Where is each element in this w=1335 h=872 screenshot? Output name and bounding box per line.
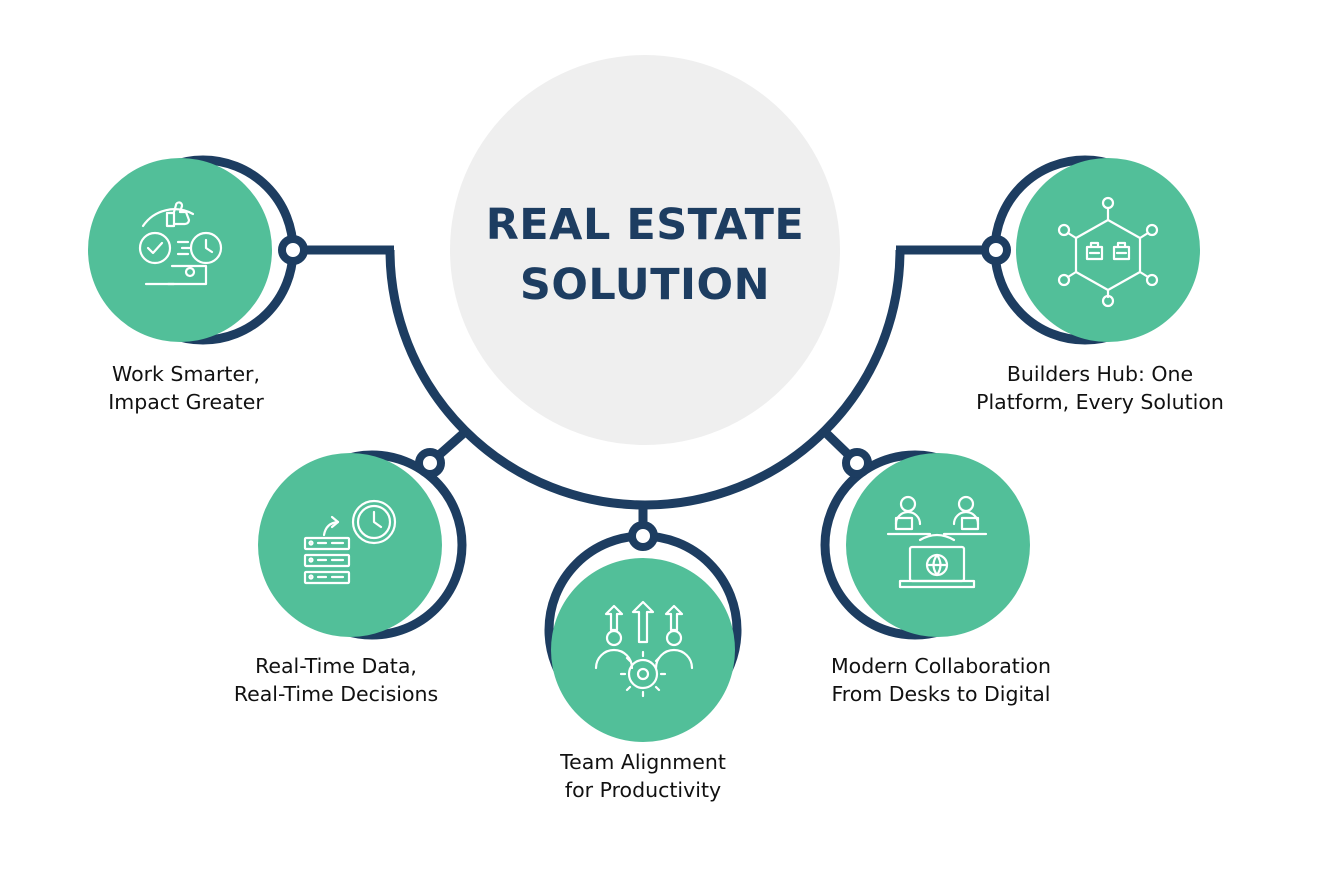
node-modern-collaboration [820,448,1030,640]
label-modern-collaboration: Modern Collaboration From Desks to Digit… [796,652,1086,708]
label-line-1: Modern Collaboration [830,654,1052,678]
label-line-2: for Productivity [564,778,722,802]
node-disc [551,558,735,742]
label-line-1: Builders Hub: One [1006,362,1194,386]
node-disc [846,453,1030,637]
label-builders-hub: Builders Hub: One Platform, Every Soluti… [950,360,1250,416]
node-anchor-dot [842,448,872,478]
label-real-time-data: Real-Time Data, Real-Time Decisions [196,652,476,708]
node-anchor-dot [628,521,658,551]
label-work-smarter: Work Smarter, Impact Greater [86,360,286,416]
label-line-1: Real-Time Data, [255,654,417,678]
center-circle [450,55,840,445]
node-team-alignment [544,521,742,742]
node-anchor-dot [981,235,1011,265]
team-gear-icon [594,600,694,698]
node-disc [88,158,272,342]
label-line-2: Impact Greater [108,390,264,414]
label-line-2: From Desks to Digital [831,682,1051,706]
productivity-check-icon [138,201,223,286]
desk-collaboration-icon [886,495,988,589]
node-work-smarter [88,155,308,345]
label-team-alignment: Team Alignment for Productivity [523,748,763,804]
node-disc [1016,158,1200,342]
label-line-1: Team Alignment [560,750,726,774]
title-line-1: REAL ESTATE [485,200,805,250]
server-clock-icon [303,499,397,585]
node-builders-hub [981,155,1200,345]
node-anchor-dot [278,235,308,265]
network-hub-icon [1057,196,1159,308]
center-title: REAL ESTATE SOLUTION [450,195,840,315]
label-line-1: Work Smarter, [112,362,260,386]
label-line-2: Platform, Every Solution [976,390,1224,414]
node-anchor-dot [415,448,445,478]
label-line-2: Real-Time Decisions [233,682,439,706]
title-line-2: SOLUTION [519,260,771,310]
node-real-time-data [258,448,467,640]
